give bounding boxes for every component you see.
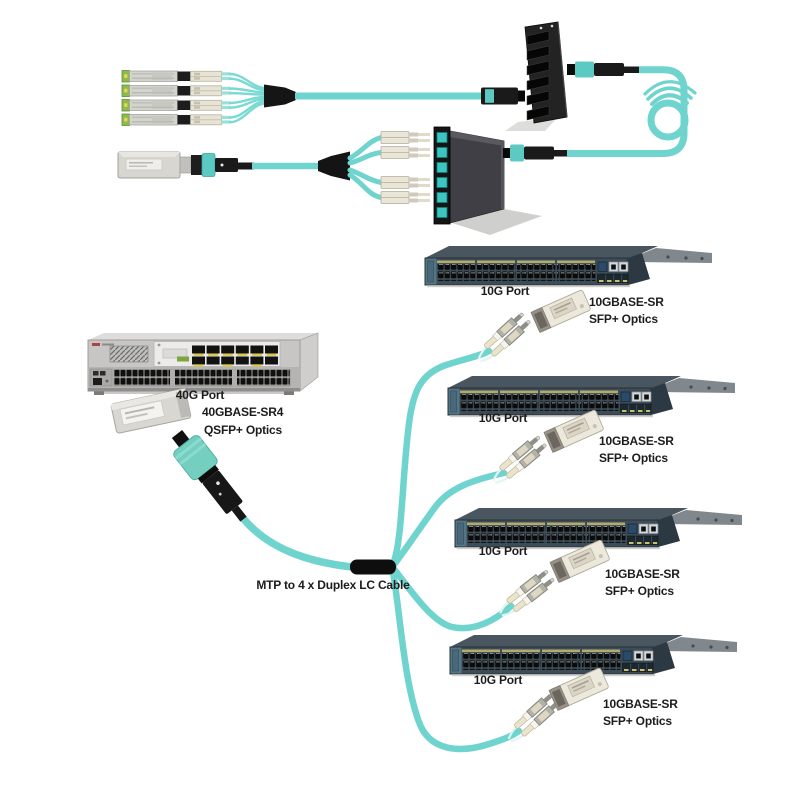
source-optics-label-line2: QSFP+ Optics (204, 423, 282, 437)
sfp-port-bank (113, 369, 291, 387)
breakout-fanout-boot (264, 84, 296, 108)
lc-breakout-legs (347, 135, 384, 200)
optics-line2: SFP+ Optics (589, 312, 658, 326)
fiber-fanout-legs (228, 72, 268, 124)
fiber-coil (643, 80, 697, 141)
target-1-port-label: 10G Port (480, 284, 530, 298)
sfp-plus-transceiver (121, 99, 231, 112)
optics-line1: 10GBASE-SR (589, 295, 664, 309)
target-2-optics-label: 10GBASE-SR SFP+ Optics (599, 433, 674, 467)
qsfp-transceiver (110, 388, 192, 434)
target-3-optics-label: 10GBASE-SR SFP+ Optics (605, 566, 680, 600)
breakout-fanout-boot (318, 151, 350, 181)
mtp-connector (503, 144, 567, 162)
mtp-adapter-panel (505, 21, 568, 131)
lc-duplex-connector (471, 309, 534, 368)
target-3-port-label: 10G Port (478, 544, 528, 558)
target-switch-1 (424, 245, 713, 288)
mtp-connector (481, 87, 525, 105)
target-2-port-label: 10G Port (478, 411, 528, 425)
nexus-switch (87, 332, 319, 395)
mtp-connector (567, 61, 639, 78)
optics-line2: SFP+ Optics (599, 451, 668, 465)
mtp-trunk-segment (239, 514, 353, 571)
lc-duplex-connector (380, 176, 430, 189)
optics-line2: SFP+ Optics (605, 584, 674, 598)
breakout-branches (389, 347, 523, 753)
qsfp-transceiver (117, 151, 192, 179)
qsfp-port-bank (192, 345, 278, 367)
lc-duplex-connector (486, 432, 550, 490)
target-4-port-label: 10G Port (473, 673, 523, 687)
source-optics-label-line1: 40GBASE-SR4 (202, 405, 284, 419)
vent-grille (109, 345, 149, 363)
target-4-optics-label: 10GBASE-SR SFP+ Optics (603, 696, 678, 730)
source-port-label: 40G Port (175, 388, 225, 402)
top-cassette-assembly (117, 126, 567, 235)
sfp-plus-transceiver (121, 84, 231, 97)
mtp-connector (191, 153, 254, 177)
top-breakout-assembly (121, 21, 697, 157)
cisco-logo-icon (92, 343, 100, 346)
sfp-plus-transceiver (121, 70, 231, 83)
target-1-optics-label: 10GBASE-SR SFP+ Optics (589, 294, 664, 328)
optics-line2: SFP+ Optics (603, 714, 672, 728)
mtp-cassette-module (433, 126, 542, 235)
lc-duplex-connector (380, 131, 430, 144)
optics-line1: 10GBASE-SR (603, 697, 678, 711)
mtp-connector (171, 429, 247, 522)
optics-line1: 10GBASE-SR (605, 567, 680, 581)
sfp-plus-transceiver (121, 113, 231, 126)
breakout-fanout-boot (350, 559, 396, 575)
optics-line1: 10GBASE-SR (599, 434, 674, 448)
mtp-lc-breakout-cable (171, 347, 523, 753)
lc-duplex-connector (380, 146, 430, 159)
breakout-cable-label: MTP to 4 x Duplex LC Cable (256, 578, 410, 592)
lc-duplex-connector (380, 191, 430, 204)
